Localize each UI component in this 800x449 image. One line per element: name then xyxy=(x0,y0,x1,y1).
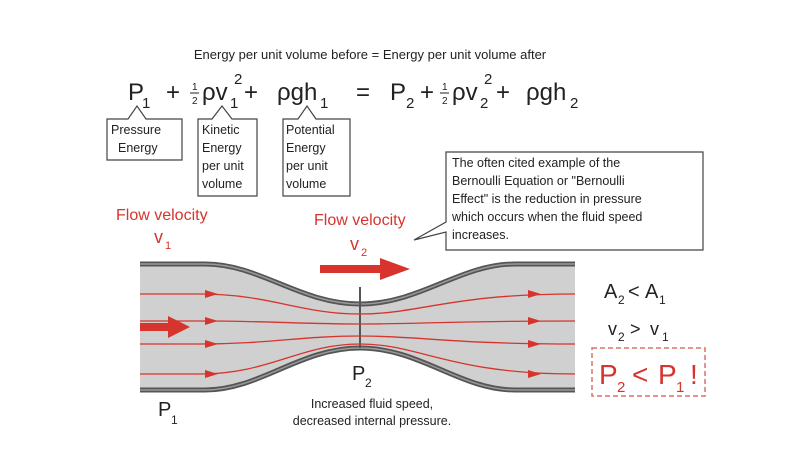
eq-rgh2: ρgh xyxy=(526,79,566,106)
streamlines xyxy=(140,293,576,375)
eq-v2-sub: 2 xyxy=(480,95,488,112)
v2-sub: 2 xyxy=(361,247,367,259)
heading: Energy per unit volume before = Energy p… xyxy=(194,47,547,62)
callout-line: which occurs when the fluid speed xyxy=(451,210,642,224)
streamline-arrows xyxy=(205,290,541,378)
label-text: per unit xyxy=(286,159,328,173)
streamline xyxy=(140,343,576,375)
eq-p2-sub: 2 xyxy=(406,95,414,112)
eq-half-den: 2 xyxy=(442,96,448,107)
eq-p1-sub: 1 xyxy=(142,95,150,112)
arrow-icon xyxy=(205,370,218,378)
potential-energy-box xyxy=(282,104,351,197)
v1-sub: 1 xyxy=(165,240,171,252)
caption-line: Increased fluid speed, xyxy=(311,397,433,411)
velocity-relation: v 2 > v 1 xyxy=(608,319,669,344)
label-text: volume xyxy=(202,177,242,191)
rel-a1-sub: 1 xyxy=(659,293,666,307)
eq-half-num: 1 xyxy=(442,82,448,93)
eq-v1-sub: 1 xyxy=(230,95,238,112)
label-text: Energy xyxy=(118,141,158,155)
flow-velocity-1-label: Flow velocity xyxy=(116,207,208,224)
fluid xyxy=(140,264,575,390)
eq-plus: + xyxy=(496,79,510,106)
eq-p1: P xyxy=(128,79,144,106)
eq-v2-sup: 2 xyxy=(484,71,492,88)
pressure-relation: P 2 < P 1 ! xyxy=(599,359,698,396)
rel-v2-sub: 2 xyxy=(618,330,625,344)
callout-line: Effect" is the reduction in pressure xyxy=(452,192,642,206)
eq-v1-sup: 2 xyxy=(234,71,242,88)
p2-sub: 2 xyxy=(365,376,372,390)
arrow-icon xyxy=(528,317,541,325)
arrow-icon xyxy=(205,340,218,348)
callout-box xyxy=(413,151,704,251)
p1-label: P xyxy=(158,399,171,421)
p1-sub: 1 xyxy=(171,413,178,427)
rel-p1: P xyxy=(658,359,677,390)
label-text: Kinetic xyxy=(202,123,240,137)
callout-line: increases. xyxy=(452,228,509,242)
label-text: per unit xyxy=(202,159,244,173)
arrow-icon xyxy=(528,340,541,348)
kinetic-energy-box xyxy=(197,105,258,197)
arrow-icon xyxy=(528,370,541,378)
label-text: volume xyxy=(286,177,326,191)
eq-equals: = xyxy=(356,79,370,106)
eq-plus: + xyxy=(244,79,258,106)
eq-plus: + xyxy=(166,79,180,106)
eq-half-num: 1 xyxy=(192,82,198,93)
eq-rgh1: ρgh xyxy=(277,79,317,106)
streamline xyxy=(140,293,576,315)
rel-op: < xyxy=(632,359,648,390)
rel-a2-sub: 2 xyxy=(618,293,625,307)
rel-op: > xyxy=(630,319,641,339)
arrow-icon xyxy=(205,317,218,325)
eq-rho-v2: ρv xyxy=(452,79,478,106)
bernoulli-equation: P 1 + 1 2 ρv 1 2 + ρgh 1 = P 2 + 1 2 ρv … xyxy=(128,71,578,112)
pressure-energy-box xyxy=(106,104,183,161)
p2-label: P xyxy=(352,363,365,385)
v2-label: v xyxy=(350,234,359,254)
rel-a1: A xyxy=(645,281,659,303)
rel-a2: A xyxy=(604,281,618,303)
callout-line: The often cited example of the xyxy=(452,156,620,170)
rel-p1-sub: 1 xyxy=(676,379,684,396)
eq-rho-v1: ρv xyxy=(202,79,228,106)
flow-velocity-2-label: Flow velocity xyxy=(314,212,406,229)
label-text: Pressure xyxy=(111,123,161,137)
callout-line: Bernoulli Equation or "Bernoulli xyxy=(452,174,625,188)
venturi-pipe xyxy=(140,261,575,393)
eq-plus: + xyxy=(420,79,434,106)
streamline xyxy=(140,335,576,345)
rel-v2: v xyxy=(608,319,617,339)
streamline xyxy=(140,320,576,325)
arrow-icon xyxy=(205,290,218,298)
rel-p2: P xyxy=(599,359,618,390)
eq-p2: P xyxy=(390,79,406,106)
arrow-icon xyxy=(528,290,541,298)
eq-h1-sub: 1 xyxy=(320,95,328,112)
caption-line: decreased internal pressure. xyxy=(293,414,451,428)
eq-h2-sub: 2 xyxy=(570,95,578,112)
v1-label: v xyxy=(154,227,163,247)
rel-v1-sub: 1 xyxy=(662,330,669,344)
rel-op: < xyxy=(628,281,640,303)
eq-half-den: 2 xyxy=(192,96,198,107)
inlet-flow-arrow-icon xyxy=(140,316,190,338)
label-text: Energy xyxy=(202,141,242,155)
rel-bang: ! xyxy=(690,359,698,390)
label-text: Potential xyxy=(286,123,335,137)
pressure-relation-box xyxy=(591,347,706,397)
label-text: Energy xyxy=(286,141,326,155)
area-relation: A 2 < A 1 xyxy=(604,281,666,307)
rel-p2-sub: 2 xyxy=(617,379,625,396)
throat-flow-arrow-icon xyxy=(320,258,410,280)
rel-v1: v xyxy=(650,319,659,339)
